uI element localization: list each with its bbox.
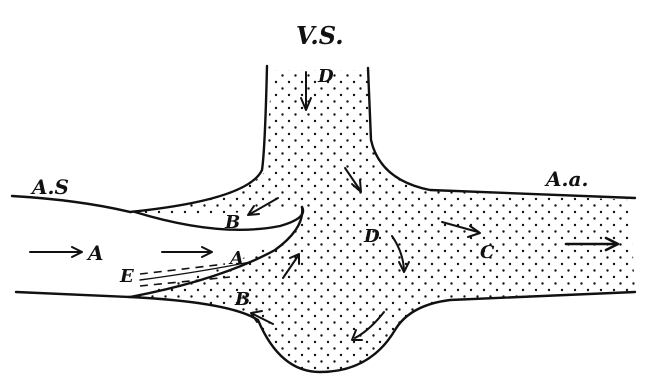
label-a-inner: A (228, 248, 244, 269)
arrow-a-inner (162, 247, 212, 257)
as-bottom-wall (16, 292, 130, 297)
label-as: A.S (30, 175, 69, 199)
label-d-mid: D (363, 226, 380, 247)
label-vs: V.S. (296, 21, 344, 50)
as-top-wall (12, 196, 130, 212)
label-aa: A.a. (544, 167, 588, 191)
label-e: E (119, 266, 134, 287)
label-a-outer: A (86, 241, 104, 265)
label-b-upper: B (224, 212, 240, 233)
label-c: C (480, 242, 495, 263)
label-d-top: D (317, 66, 334, 87)
vs-right-wall (368, 68, 635, 198)
label-b-lower: B (234, 289, 250, 310)
arrow-a-left (30, 247, 82, 257)
